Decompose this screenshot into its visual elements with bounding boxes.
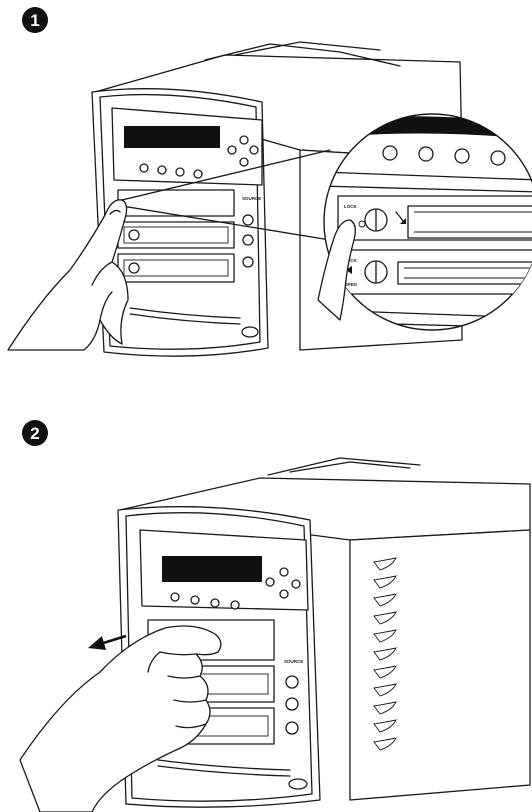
source-button-icon [286,676,298,688]
panel-button-icon [280,590,288,598]
panel-button-icon [191,596,199,604]
step-2-badge: 2 [22,420,48,446]
source-button-icon [243,235,253,245]
source-button-icon [286,698,298,710]
panel-button-icon [176,168,184,176]
lcd-screen-2 [162,556,262,582]
lcd-panel-2 [140,530,308,610]
panel-button-icon [171,593,179,601]
step-2: 2 [20,420,530,812]
lcd-screen-1 [124,126,220,148]
panel-button-icon [228,146,236,154]
panel-button-icon [211,599,219,607]
step-1-number: 1 [30,11,39,30]
source-button-icon [243,257,253,267]
panel-button-icon [280,568,288,576]
panel-button-icon [266,578,274,586]
lcd-panel-1 [112,108,262,185]
pull-out-arrow-icon [88,636,126,650]
source-button-icon [286,722,298,734]
panel-button-icon [194,170,202,178]
panel-button-icon [231,601,239,609]
source-label-2: SOURCE [284,659,303,664]
panel-button-icon [292,580,300,588]
step-2-number: 2 [30,424,39,443]
drive-bay-1 [118,190,234,216]
step-1-badge: 1 [22,7,48,33]
panel-button-icon [240,158,248,166]
panel-button-icon [158,166,166,174]
lock-label-upper: LOCK [344,204,357,209]
panel-button-icon [240,136,248,144]
panel-button-icon [140,164,148,172]
panel-button-icon [250,146,258,154]
drive-bays-1 [118,190,234,282]
source-label-1: SOURCE [242,196,261,201]
source-button-icon [243,215,253,225]
step-1: 1 [8,7,532,356]
